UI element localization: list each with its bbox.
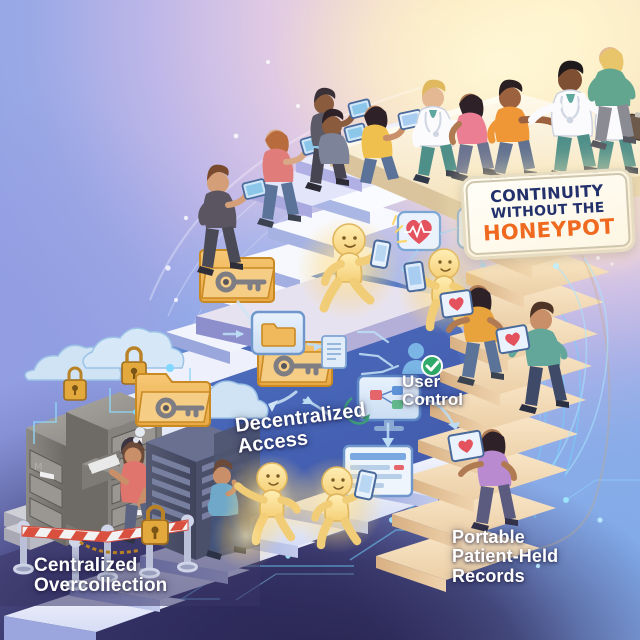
person-with-heart-record-1 <box>439 285 505 386</box>
doctor-white-coat-1 <box>412 79 473 184</box>
label-portable-patient-held-records: Portable Patient-Held Records <box>452 527 558 586</box>
person-with-heart-record-3 <box>447 429 518 532</box>
user-control-connector-lines <box>356 330 400 376</box>
person-with-heart-record-2 <box>495 301 569 414</box>
glowing-figure-with-phone-1 <box>296 214 408 320</box>
decentralized-access-icon-flow <box>222 310 460 498</box>
person-with-tablet-step <box>318 108 368 164</box>
glowing-figure-with-phone-3 <box>288 457 384 553</box>
person-with-tablet-mid-left <box>197 164 268 276</box>
person-with-tablet-upper-left <box>257 129 326 228</box>
locked-folder-icon-chain <box>135 249 333 427</box>
barrier-tape <box>13 504 198 591</box>
svg-text:M: M <box>34 462 43 473</box>
label-user-control: User Control <box>402 372 463 409</box>
user-check-icon <box>402 343 443 377</box>
glowing-figure-small <box>212 502 280 570</box>
top-platform-person-far-right <box>587 47 636 150</box>
label-centralized-overcollection: Centralized Overcollection <box>34 555 167 597</box>
glowing-figure-with-phone-2 <box>397 242 489 334</box>
top-platform-people-group <box>318 60 640 184</box>
patient-orange-handshake <box>487 79 556 182</box>
patient-pink <box>448 93 496 182</box>
